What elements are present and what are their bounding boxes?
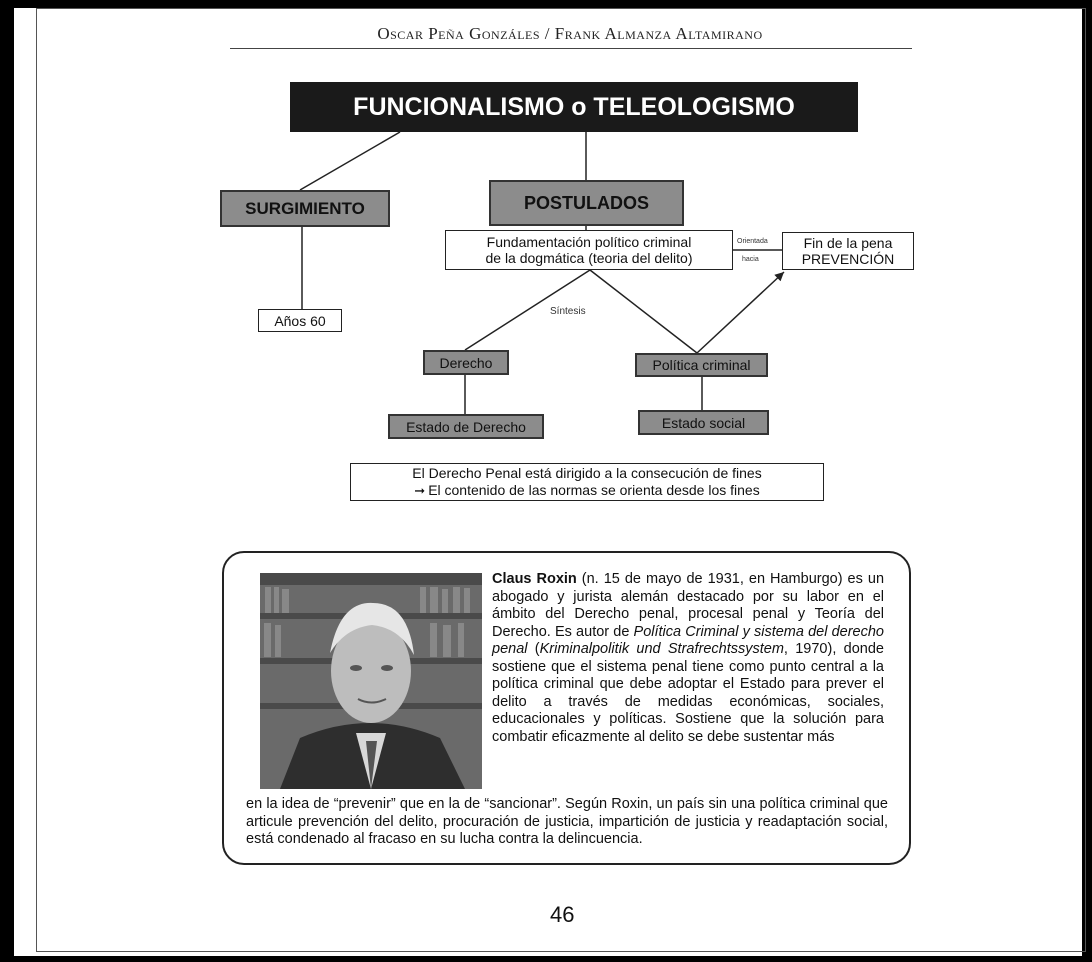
fundamentacion-line2: de la dogmática (teoria del delito) — [485, 250, 693, 266]
header-rule — [230, 48, 912, 49]
statement-line1: El Derecho Penal está dirigido a la cons… — [412, 465, 762, 481]
biography-box: Claus Roxin (n. 15 de mayo de 1931, en H… — [222, 551, 911, 865]
bio-name: Claus Roxin — [492, 571, 577, 587]
running-header: Oscar Peña Gonzáles / Frank Almanza Alta… — [377, 24, 763, 43]
connector-fund-politica — [589, 269, 698, 354]
statement-line2: El contenido de las normas se orienta de… — [428, 482, 760, 498]
fundamentacion-line1: Fundamentación político criminal — [486, 234, 692, 250]
connector-title-surgimiento — [299, 131, 401, 191]
politica-criminal-box: Política criminal — [635, 353, 768, 377]
page-frame — [36, 8, 1086, 952]
fundamentacion-box: Fundamentación político criminal de la d… — [445, 230, 733, 270]
hacia-label: hacia — [742, 256, 759, 263]
connector-fund-derecho — [464, 269, 591, 351]
fin-pena-box: Fin de la pena PREVENCIÓN — [782, 232, 914, 270]
statement-box: El Derecho Penal está dirigido a la cons… — [350, 463, 824, 501]
sintesis-label: Síntesis — [550, 306, 586, 317]
derecho-box: Derecho — [423, 350, 509, 375]
portrait-photo — [260, 573, 482, 789]
anios-box: Años 60 — [258, 309, 342, 332]
orientada-label: Orientada — [737, 238, 768, 245]
connector-politica-fin — [696, 271, 785, 354]
bio-book-title: Política Criminal y sistema del derecho … — [492, 623, 884, 658]
arrow-right-icon: ➞ — [414, 483, 426, 498]
bio-part1: (n. 15 de mayo de 1931, en Hamburgo) es … — [492, 571, 885, 640]
bio-text-full-width: en la idea de “prevenir” que en la de “s… — [246, 796, 888, 847]
bio-part3: , 1970), donde sostiene que el sistema p… — [492, 641, 884, 745]
estado-social-box: Estado social — [638, 410, 769, 435]
estado-derecho-box: Estado de Derecho — [388, 414, 544, 439]
page-number: 46 — [550, 902, 575, 927]
portrait-illustration — [260, 573, 482, 789]
postulados-box: POSTULADOS — [489, 180, 684, 226]
bio-book-german: Kriminalpolitik und Strafrechtssystem — [539, 641, 784, 657]
fin-line1: Fin de la pena — [803, 235, 893, 251]
bio-text-column: Claus Roxin (n. 15 de mayo de 1931, en H… — [492, 571, 884, 746]
diagram-title: FUNCIONALISMO o TELEOLOGISMO — [290, 82, 858, 132]
statement-line2-row: ➞El contenido de las normas se orienta d… — [414, 482, 759, 499]
fin-line2: PREVENCIÓN — [801, 251, 895, 267]
bio-part2: ( — [527, 641, 540, 657]
surgimiento-box: SURGIMIENTO — [220, 190, 390, 227]
